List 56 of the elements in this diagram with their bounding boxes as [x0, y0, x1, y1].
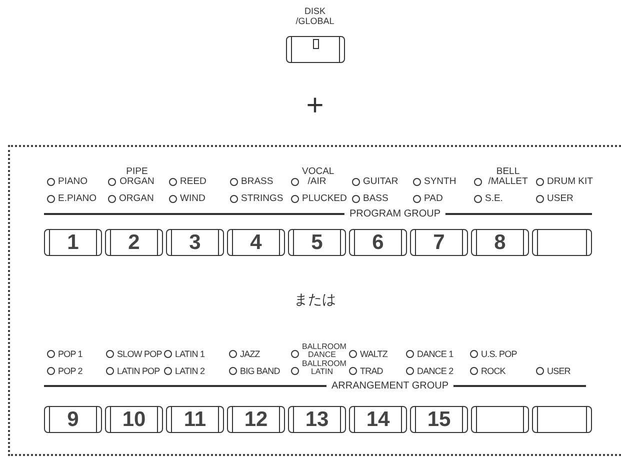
- button: [532, 406, 592, 433]
- separator-text: または: [294, 291, 336, 309]
- group-heading: PROGRAM GROUP: [344, 208, 446, 220]
- led-label: PIPE ORGAN: [119, 167, 155, 187]
- number-button: 4: [227, 229, 285, 256]
- number-button: 13: [288, 406, 346, 433]
- button: [471, 406, 529, 433]
- number-button: 2: [105, 229, 163, 256]
- number-button: 12: [227, 406, 285, 433]
- led-label: BASS: [363, 194, 388, 204]
- number-button: 7: [410, 229, 468, 256]
- led-label: BIG BAND: [240, 366, 280, 376]
- led-label: STRINGS: [241, 194, 284, 204]
- number-button: 10: [105, 406, 163, 433]
- group-heading: ARRANGEMENT GROUP: [326, 380, 454, 392]
- led-label: U.S. POP: [481, 349, 517, 359]
- led-label: PLUCKED: [302, 194, 347, 204]
- led-label: WALTZ: [360, 349, 388, 359]
- led-label: DRUM KIT: [547, 177, 593, 187]
- number-button: 6: [349, 229, 407, 256]
- led-label: WIND: [180, 194, 206, 204]
- plus-sign: +: [306, 91, 324, 121]
- led-label: POP 2: [58, 366, 82, 376]
- led-label: LATIN 1: [175, 349, 205, 359]
- led-label: DANCE 2: [417, 366, 454, 376]
- led-label: SYNTH: [424, 177, 456, 187]
- led-label: LATIN 2: [175, 366, 205, 376]
- led-label: ORGAN: [119, 194, 154, 204]
- number-button: 1: [44, 229, 102, 256]
- led-label: VOCAL /AIR: [302, 167, 332, 187]
- led-label: S.E.: [485, 194, 503, 204]
- number-button: 9: [44, 406, 102, 433]
- led-label: ROCK: [481, 366, 506, 376]
- led-label: SLOW POP: [117, 349, 162, 359]
- led-label: USER: [547, 366, 570, 376]
- number-button: 11: [166, 406, 224, 433]
- led-label: BRASS: [241, 177, 274, 187]
- led-label: PIANO: [58, 177, 88, 187]
- button: [532, 229, 592, 256]
- number-button: 3: [166, 229, 224, 256]
- number-button: 15: [410, 406, 468, 433]
- led-label: REED: [180, 177, 206, 187]
- led-label: BELL /MALLET: [487, 167, 529, 187]
- led-label: LATIN POP: [117, 366, 160, 376]
- led-label: E.PIANO: [58, 194, 97, 204]
- led-label: GUITAR: [363, 177, 398, 187]
- led-label: JAZZ: [240, 349, 260, 359]
- number-button: 5: [288, 229, 346, 256]
- led-label: TRAD: [360, 366, 383, 376]
- number-button: 8: [471, 229, 529, 256]
- number-button: 14: [349, 406, 407, 433]
- led-label: POP 1: [58, 349, 82, 359]
- led-label: DANCE 1: [417, 349, 454, 359]
- led-label: USER: [547, 194, 574, 204]
- led-label: PAD: [424, 194, 443, 204]
- button-label: DISK /GLOBAL: [294, 6, 336, 26]
